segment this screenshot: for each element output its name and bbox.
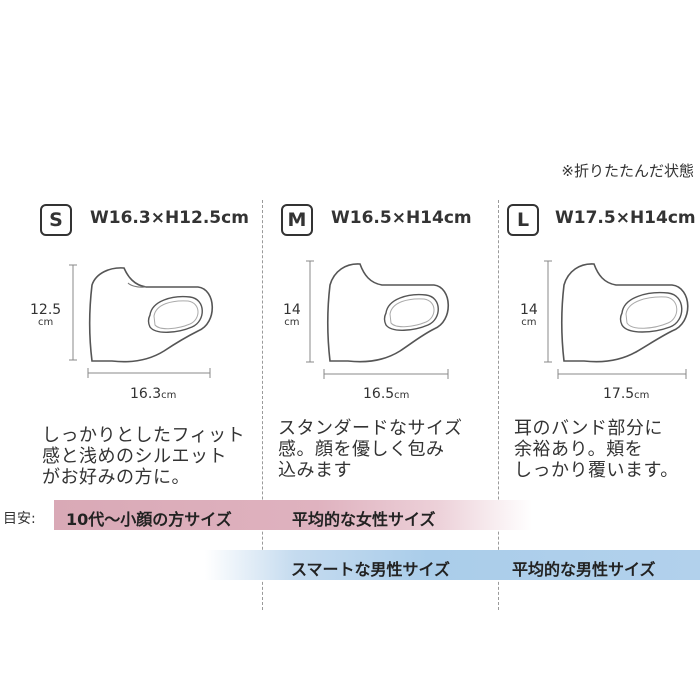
size-badge-s: S: [40, 204, 72, 236]
width-unit-l: cm: [634, 390, 650, 401]
guide-band-female: 10代〜小顔の方サイズ 平均的な女性サイズ: [54, 500, 532, 530]
guide-average-male-size: 平均的な男性サイズ: [512, 560, 656, 579]
height-label-m: 14 cm: [283, 303, 301, 328]
height-value-l: 14: [520, 302, 538, 318]
folded-state-note: ※折りたたんだ状態: [561, 162, 694, 180]
width-value-m: 16.5: [363, 386, 395, 402]
guide-smart-male-size: スマートな男性サイズ: [291, 560, 451, 579]
width-unit-m: cm: [394, 390, 410, 401]
height-unit-m: cm: [284, 316, 300, 328]
mask-illustration-l: [544, 260, 689, 379]
width-unit-s: cm: [161, 390, 177, 401]
mask-illustration-s: [69, 264, 213, 378]
size-dimensions-m: W16.5×H14cm: [331, 208, 472, 228]
size-dimensions-l: W17.5×H14cm: [555, 208, 696, 228]
guide-band-male: スマートな男性サイズ 平均的な男性サイズ: [205, 550, 700, 580]
size-dimensions-s: W16.3×H12.5cm: [90, 208, 249, 228]
height-label-s: 12.5 cm: [30, 303, 61, 328]
guide-small-face-size: 10代〜小顔の方サイズ: [66, 510, 232, 529]
guide-label: 目安:: [3, 511, 36, 527]
column-divider: [262, 200, 263, 610]
mask-illustration-m: [306, 260, 449, 379]
height-value-s: 12.5: [30, 302, 62, 318]
height-unit-l: cm: [521, 316, 537, 328]
size-badge-m: M: [281, 204, 313, 236]
height-value-m: 14: [283, 302, 301, 318]
height-unit-s: cm: [37, 316, 54, 328]
height-label-l: 14 cm: [520, 303, 538, 328]
size-badge-l: L: [507, 204, 539, 236]
description-m: スタンダードなサイズ 感。顔を優しく包み 込みます: [278, 418, 463, 481]
width-value-l: 17.5: [603, 386, 635, 402]
description-s: しっかりとしたフィット 感と浅めのシルエット がお好みの方に。: [42, 425, 246, 488]
width-label-m: 16.5cm: [363, 386, 409, 402]
width-value-s: 16.3: [130, 386, 162, 402]
guide-average-female-size: 平均的な女性サイズ: [292, 510, 436, 529]
width-label-s: 16.3cm: [130, 386, 176, 402]
width-label-l: 17.5cm: [603, 386, 649, 402]
column-divider: [498, 200, 499, 610]
description-l: 耳のバンド部分に 余裕あり。頬を しっかり覆います。: [514, 418, 679, 481]
